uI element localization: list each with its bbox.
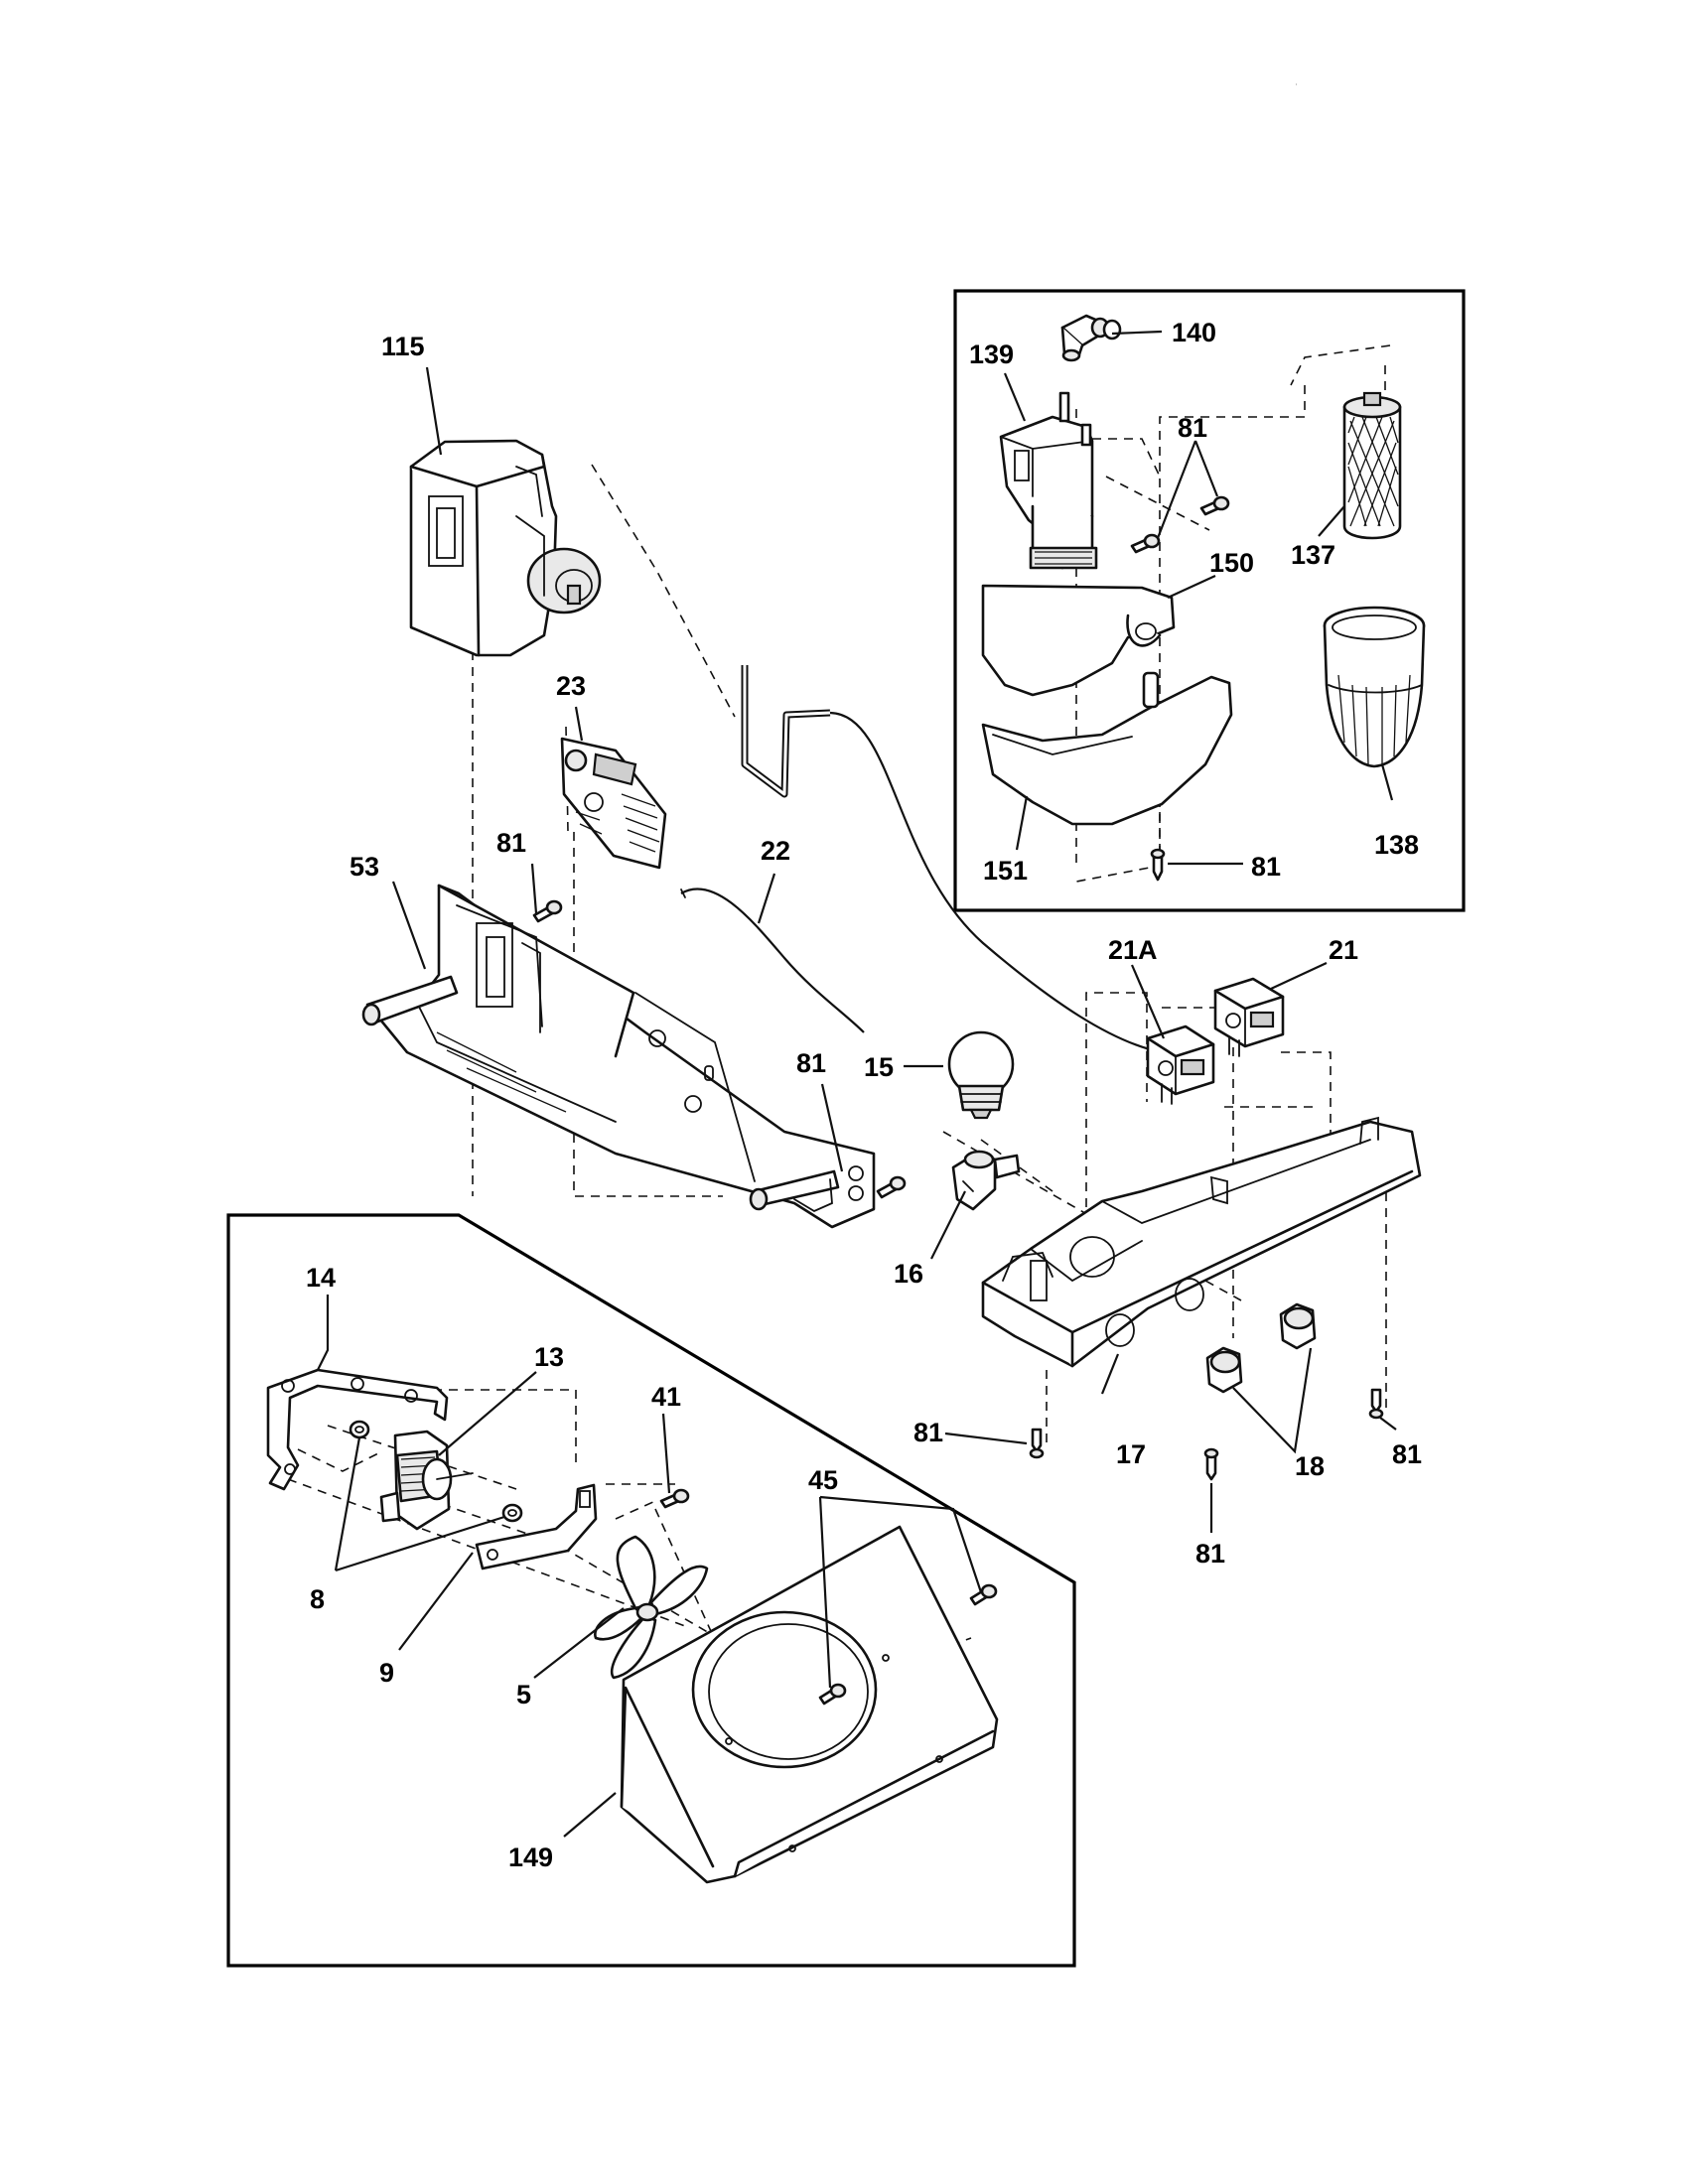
- callout-5: 5: [516, 1680, 531, 1709]
- callout-21a: 21A: [1108, 935, 1158, 965]
- callout-labels: 115 23 22 53 81 15 81 16 21A 21 17 18 81…: [306, 318, 1422, 1872]
- callout-17: 17: [1116, 1439, 1146, 1469]
- callout-45: 45: [808, 1465, 838, 1495]
- part-15-bulb: [947, 1030, 1015, 1120]
- part-53-tray: [361, 884, 876, 1229]
- callout-22: 22: [761, 836, 790, 866]
- callout-18: 18: [1295, 1451, 1325, 1481]
- callout-81-bottom: 81: [1195, 1539, 1225, 1569]
- callout-149: 149: [508, 1843, 553, 1872]
- callout-16: 16: [894, 1259, 923, 1289]
- part-139-filter-head: [999, 391, 1098, 570]
- callout-81-board: 81: [496, 828, 526, 858]
- callout-151: 151: [983, 856, 1028, 886]
- callout-13: 13: [534, 1342, 564, 1372]
- part-14-bracket: [266, 1368, 449, 1491]
- screw-81-lamp: [876, 1175, 907, 1199]
- part-150-upper-cover: [981, 584, 1176, 697]
- callout-21: 21: [1329, 935, 1358, 965]
- part-22-tubing: [680, 665, 1163, 1054]
- callout-139: 139: [969, 340, 1014, 369]
- part-23-circuit-board: [560, 737, 667, 870]
- screw-81-left: [1029, 1428, 1045, 1459]
- callout-150: 150: [1209, 548, 1254, 578]
- callout-41: 41: [651, 1382, 681, 1412]
- screw-81-lower-cover: [1150, 848, 1166, 882]
- callout-137: 137: [1291, 540, 1335, 570]
- part-140-elbow-fitting: [1060, 314, 1122, 362]
- part-151-lower-cover: [981, 671, 1233, 826]
- callout-81-filter-head: 81: [1178, 413, 1207, 443]
- callout-138: 138: [1374, 830, 1419, 860]
- callout-140: 140: [1172, 318, 1216, 347]
- part-138-filter-housing: [1323, 606, 1426, 768]
- callout-81-lamp: 81: [796, 1048, 826, 1078]
- callout-8: 8: [310, 1584, 325, 1614]
- callout-9: 9: [379, 1658, 394, 1688]
- screws-81-filter-head: [1130, 495, 1230, 554]
- part-16-socket: [951, 1150, 1021, 1211]
- screw-81-board: [532, 899, 563, 923]
- callout-81-left: 81: [913, 1418, 943, 1447]
- part-137-filter-cartridge: [1342, 391, 1402, 540]
- part-17-housing: [981, 1116, 1422, 1368]
- part-115-housing: [409, 439, 602, 657]
- filter-inset-frame: [953, 289, 1466, 912]
- callout-81-right: 81: [1392, 1439, 1422, 1469]
- leader-lines: [317, 330, 1397, 1838]
- part-5-fan-blade: [594, 1535, 709, 1680]
- callout-81-lower-cover: 81: [1251, 852, 1281, 882]
- part-21-switch: [1213, 977, 1285, 1057]
- part-149-fan-shroud: [620, 1525, 999, 1884]
- part-8-grommets: [349, 1420, 523, 1523]
- callout-15: 15: [864, 1052, 894, 1082]
- screw-41: [659, 1488, 690, 1509]
- callout-23: 23: [556, 671, 586, 701]
- part-18-knobs: [1205, 1302, 1317, 1394]
- screw-81-bottom: [1203, 1447, 1219, 1481]
- fan-inset-frame: [226, 1213, 1076, 1968]
- screw-81-right: [1368, 1388, 1384, 1420]
- callout-53: 53: [350, 852, 379, 882]
- callout-14: 14: [306, 1263, 336, 1293]
- part-9-mount-bracket: [475, 1483, 598, 1570]
- part-13-fan-motor: [379, 1430, 474, 1531]
- callout-115: 115: [381, 332, 425, 361]
- part-21a-switch: [1146, 1024, 1215, 1105]
